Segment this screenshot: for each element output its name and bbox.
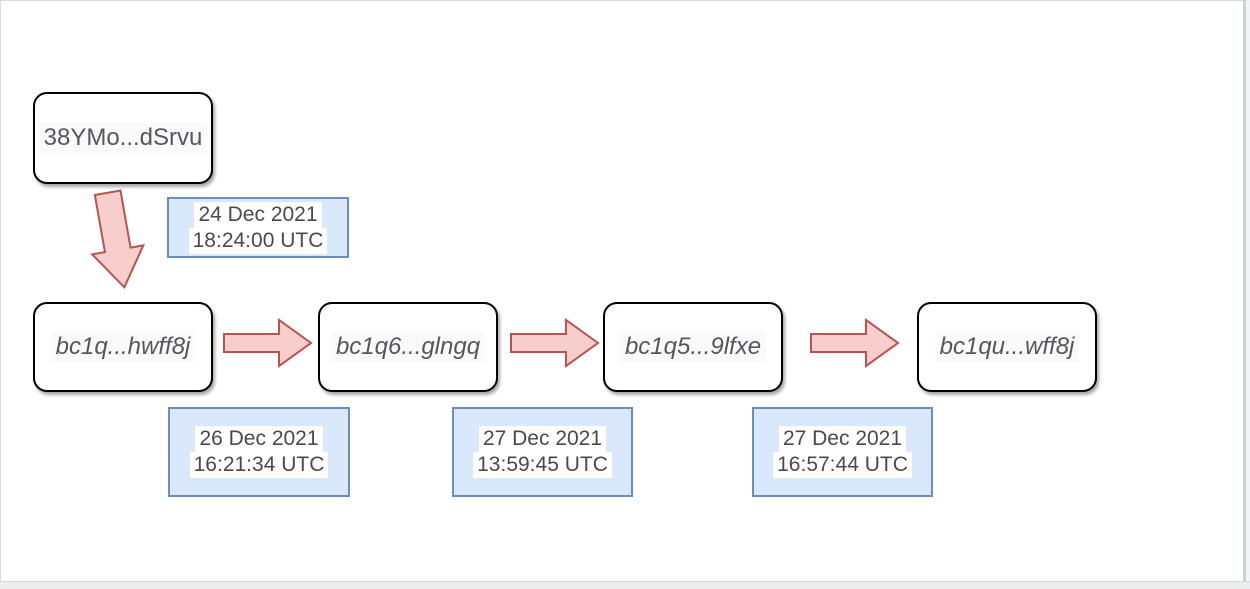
timestamp-time: 18:24:00 UTC <box>188 227 328 254</box>
arrow-right-icon[interactable] <box>510 317 600 369</box>
timestamp-time: 13:59:45 UTC <box>473 452 612 478</box>
frame-border-left <box>0 0 1 582</box>
frame-border-right <box>1243 0 1246 582</box>
address-label: bc1qu...wff8j <box>934 331 1080 363</box>
address-label: bc1q6...glngq <box>330 331 486 363</box>
address-node-hop3[interactable]: bc1q5...9lfxe <box>603 302 783 392</box>
timestamp-time: 16:57:44 UTC <box>773 452 912 478</box>
timestamp-box[interactable]: 27 Dec 2021 16:57:44 UTC <box>752 407 933 497</box>
address-label: bc1q...hwff8j <box>50 331 196 363</box>
arrow-right-icon[interactable] <box>810 317 900 369</box>
frame-border-top <box>0 0 1250 1</box>
address-node-hop4[interactable]: bc1qu...wff8j <box>917 302 1097 392</box>
timestamp-date: 27 Dec 2021 <box>778 426 907 452</box>
timestamp-date: 24 Dec 2021 <box>194 201 322 228</box>
frame-border-bottom <box>0 581 1250 589</box>
arrow-down-icon[interactable] <box>78 188 158 293</box>
timestamp-box[interactable]: 26 Dec 2021 16:21:34 UTC <box>168 407 350 497</box>
timestamp-box[interactable]: 27 Dec 2021 13:59:45 UTC <box>452 407 633 497</box>
address-label: bc1q5...9lfxe <box>619 331 767 363</box>
arrow-right-icon[interactable] <box>223 317 313 369</box>
address-node-origin[interactable]: 38YMo...dSrvu <box>33 92 213 184</box>
address-label: 38YMo...dSrvu <box>38 122 208 154</box>
timestamp-date: 27 Dec 2021 <box>478 426 607 452</box>
frame-border-right-outer <box>1246 0 1250 582</box>
address-node-hop1[interactable]: bc1q...hwff8j <box>33 302 213 392</box>
timestamp-date: 26 Dec 2021 <box>195 426 323 452</box>
address-node-hop2[interactable]: bc1q6...glngq <box>318 302 498 392</box>
timestamp-time: 16:21:34 UTC <box>189 452 329 478</box>
timestamp-box[interactable]: 24 Dec 2021 18:24:00 UTC <box>167 197 349 258</box>
